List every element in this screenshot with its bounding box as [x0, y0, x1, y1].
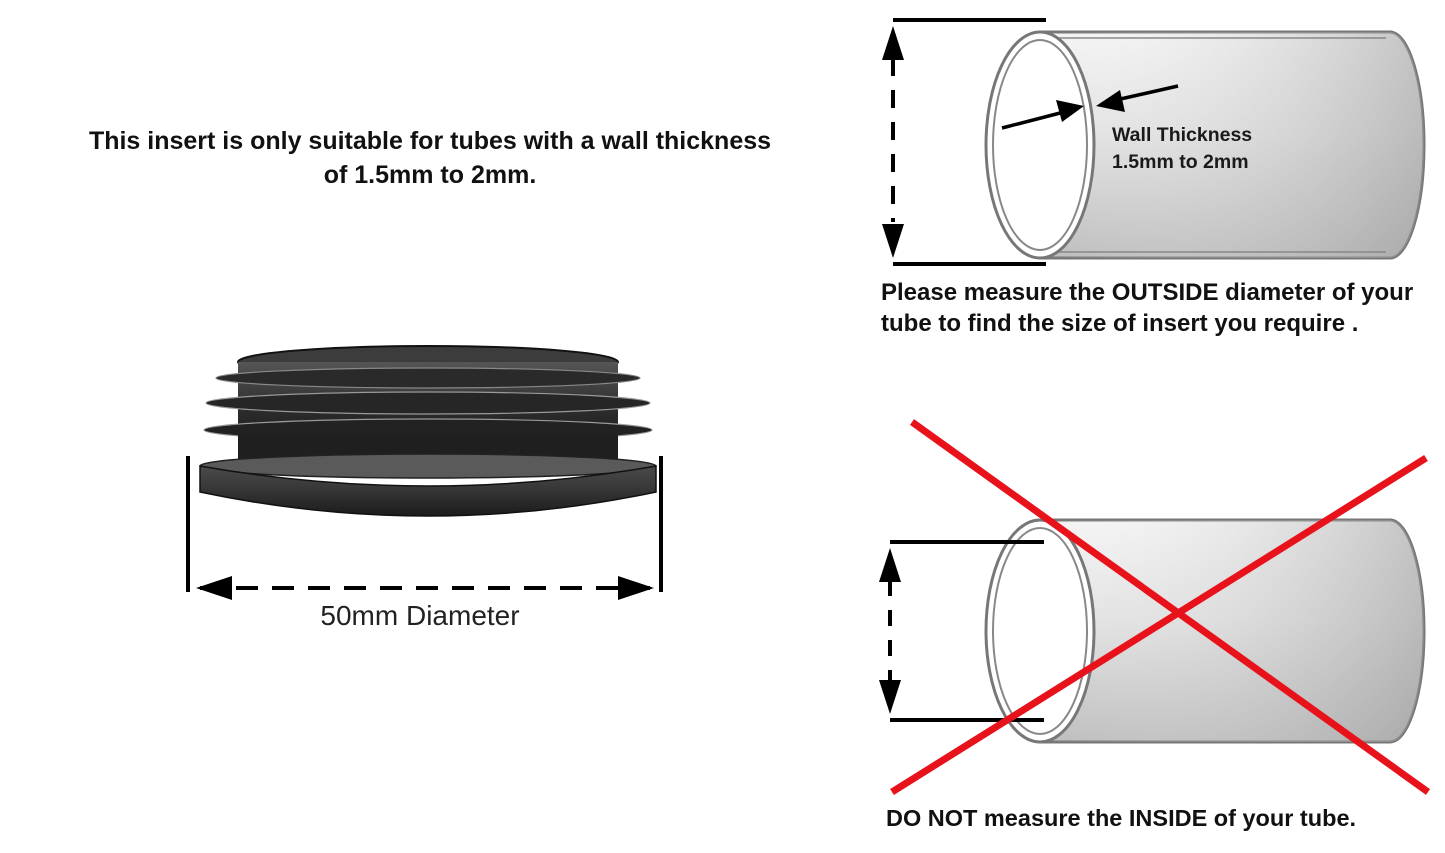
- diameter-label: 50mm Diameter: [320, 600, 520, 631]
- outside-diameter-tube-icon: [984, 30, 1426, 260]
- inside-warning: DO NOT measure the INSIDE of your tube.: [886, 805, 1357, 831]
- wall-thickness-label: Wall Thickness 1.5mm to 2mm: [1112, 122, 1332, 176]
- wall-thickness-title: Wall Thickness: [1112, 124, 1253, 146]
- tube-end-cap-insert-icon: [199, 345, 657, 517]
- red-cross-icon: [890, 419, 1431, 795]
- wall-thickness-arrows: [1001, 84, 1179, 130]
- inside-diameter-dimension: [879, 540, 1044, 722]
- diameter-dimension: [186, 456, 663, 600]
- wall-thickness-range: 1.5mm to 2mm: [1112, 151, 1249, 173]
- insert-suitability-note: This insert is only suitable for tubes w…: [88, 127, 772, 189]
- outside-diameter-dimension: [882, 18, 1046, 266]
- outside-diameter-instruction: Please measure the OUTSIDE diameter of y…: [881, 279, 1414, 337]
